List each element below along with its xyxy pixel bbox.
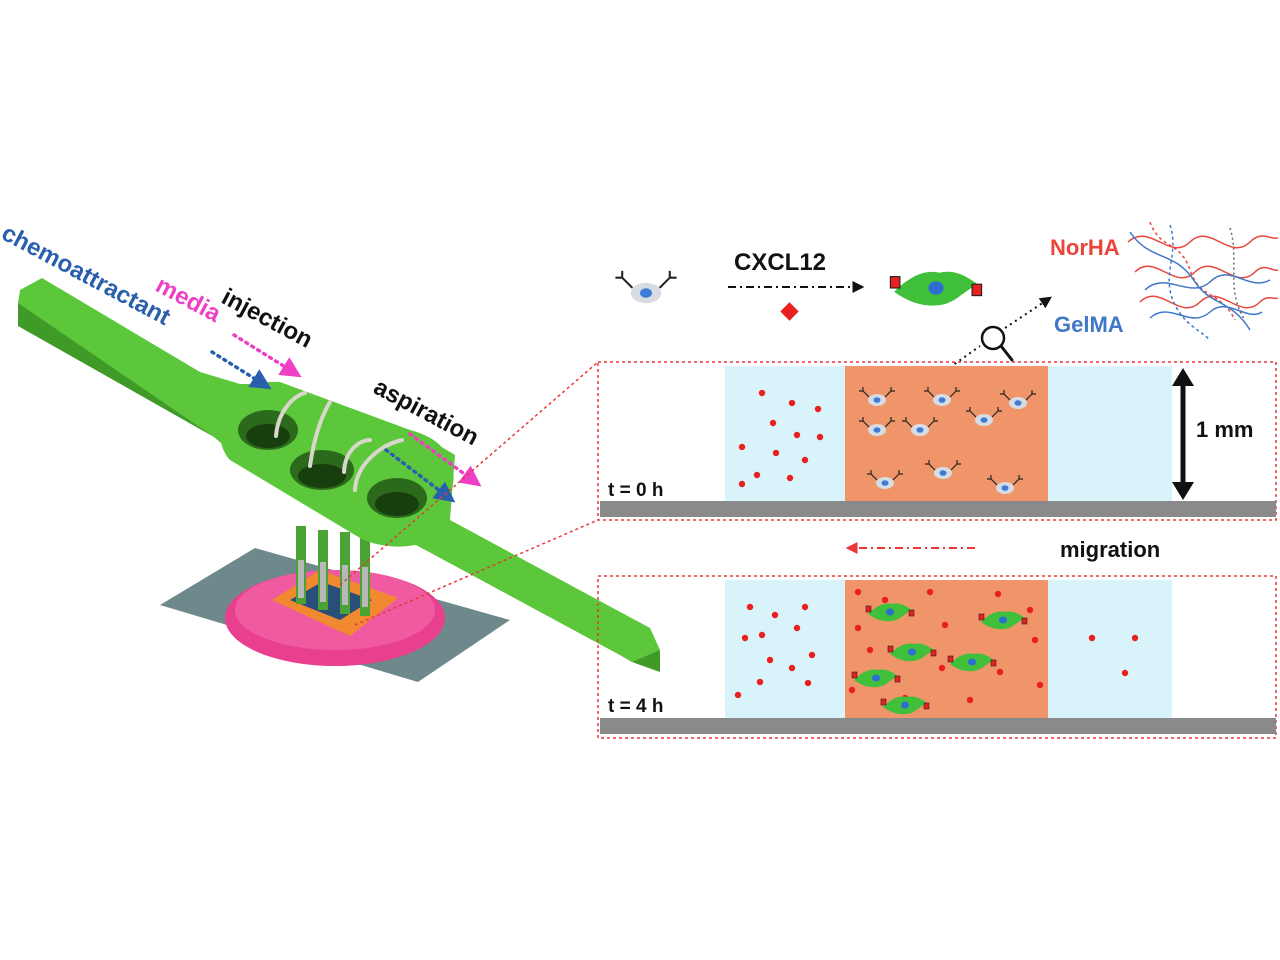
cxcl12-schematic: CXCL12 xyxy=(614,249,983,321)
panel-t0: t = 0 h 1 mm xyxy=(597,361,1277,521)
tubing xyxy=(274,391,404,492)
panel-t4: t = 4 h xyxy=(597,575,1277,739)
right-channel-t0 xyxy=(1048,366,1172,501)
media-arrow xyxy=(232,333,302,378)
aspiration-chemo-arrow xyxy=(384,448,456,503)
time-label-t4: t = 4 h xyxy=(608,696,663,717)
floor-t4 xyxy=(600,718,1276,734)
cxcl12-label: CXCL12 xyxy=(734,249,826,276)
left-channel-t4 xyxy=(725,580,845,718)
migration-label: migration xyxy=(1060,537,1160,562)
floor-t0 xyxy=(600,501,1276,517)
gel-region-t4 xyxy=(845,580,1048,718)
polymer-network xyxy=(1127,221,1279,341)
aspiration-media-arrow xyxy=(408,432,482,487)
chemokine-dots-t0 xyxy=(738,389,824,488)
gelma-label: GelMA xyxy=(1054,312,1124,337)
resting-cell-icon xyxy=(614,269,678,305)
time-label-t0: t = 0 h xyxy=(608,480,663,501)
injection-label: injection xyxy=(217,283,317,353)
chemokine-dots-t4 xyxy=(734,588,1139,704)
device-posts xyxy=(296,526,370,616)
activated-cell-icon xyxy=(889,271,983,307)
chemoattractant-arrow xyxy=(210,350,272,390)
norha-label: NorHA xyxy=(1050,235,1120,260)
scale-label: 1 mm xyxy=(1196,417,1253,442)
left-channel-t0 xyxy=(725,366,845,501)
right-channel-t4 xyxy=(1048,580,1172,718)
chemokine-diamond xyxy=(780,302,799,321)
zoom-guides xyxy=(339,361,599,626)
magnifier-icon xyxy=(934,296,1052,379)
device-illustration xyxy=(18,278,660,682)
